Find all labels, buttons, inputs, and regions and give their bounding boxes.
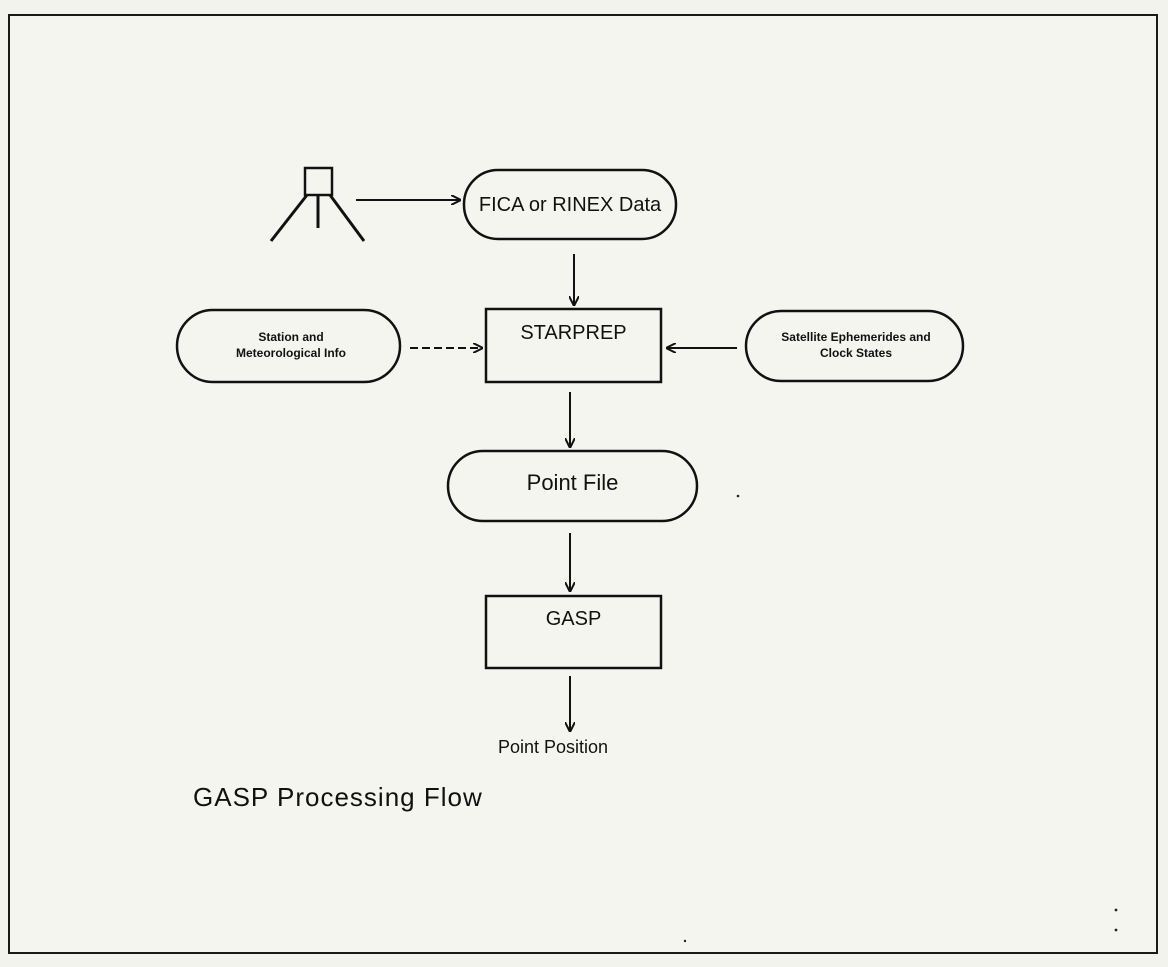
point-file-node bbox=[446, 449, 699, 523]
gasp-node bbox=[484, 594, 663, 670]
point-position-output: Point Position bbox=[498, 737, 609, 757]
satellite-info-label: Satellite Ephemerides and Clock States bbox=[781, 330, 931, 360]
starprep-node bbox=[484, 307, 663, 384]
satellite-info-node bbox=[744, 309, 965, 383]
starprep-label: STARPREP bbox=[520, 321, 627, 344]
point-file-label: Point File bbox=[526, 470, 619, 496]
station-info-node bbox=[175, 308, 402, 384]
fica-rinex-node bbox=[462, 168, 678, 241]
gasp-label: GASP bbox=[545, 607, 602, 630]
figure-caption: GASP Processing Flow bbox=[193, 782, 483, 812]
fica-rinex-label: FICA or RINEX Data bbox=[478, 193, 662, 216]
gps-receiver-tripod-icon bbox=[269, 166, 366, 242]
station-info-label: Station and Meteorological Info bbox=[235, 330, 346, 360]
